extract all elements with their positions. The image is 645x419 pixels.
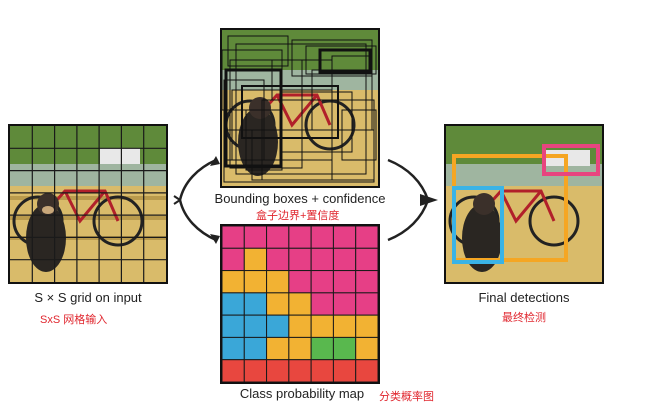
class-cell-pink bbox=[222, 247, 245, 272]
class-cell-blue bbox=[222, 314, 245, 338]
class-cell-yellow bbox=[310, 314, 334, 338]
class-cell-pink bbox=[288, 247, 312, 272]
class-cell-yellow bbox=[288, 314, 312, 338]
class-cell-blue bbox=[243, 336, 268, 361]
class-cell-red bbox=[222, 359, 245, 382]
class-cell-yellow bbox=[266, 292, 290, 316]
class-cell-pink bbox=[266, 247, 290, 272]
class-cell-pink bbox=[288, 270, 312, 294]
merge-arrow-icon bbox=[387, 158, 438, 242]
class-cell-pink bbox=[310, 226, 334, 249]
class-cell-pink bbox=[355, 247, 378, 272]
class-cell-pink bbox=[222, 226, 245, 249]
class-cell-yellow bbox=[243, 247, 268, 272]
class-cell-yellow bbox=[266, 270, 290, 294]
bbox-caption: Bounding boxes + confidence bbox=[214, 191, 386, 206]
class-cell-pink bbox=[332, 247, 357, 272]
class-probability-map bbox=[220, 224, 380, 384]
class-cell-red bbox=[355, 359, 378, 382]
class-cell-pink bbox=[355, 226, 378, 249]
classmap-caption-zh: 分类概率图 bbox=[379, 391, 434, 403]
class-cell-yellow bbox=[222, 270, 245, 294]
class-cell-red bbox=[310, 359, 334, 382]
class-cell-pink bbox=[266, 226, 290, 249]
class-cell-red bbox=[288, 359, 312, 382]
final-detections-image bbox=[444, 124, 604, 284]
class-cell-pink bbox=[332, 270, 357, 294]
class-grid-svg bbox=[222, 226, 378, 382]
class-cell-pink bbox=[332, 292, 357, 316]
class-cell-yellow bbox=[288, 292, 312, 316]
input-grid-image bbox=[8, 124, 168, 284]
input-caption-zh: SxS 网格输入 bbox=[40, 314, 108, 326]
class-cell-pink bbox=[355, 292, 378, 316]
dog-detection-box bbox=[452, 186, 504, 264]
class-cell-red bbox=[332, 359, 357, 382]
class-cell-blue bbox=[222, 292, 245, 316]
class-cell-red bbox=[243, 359, 268, 382]
classmap-caption: Class probability map bbox=[239, 386, 365, 401]
bicycle-detection-box bbox=[452, 154, 568, 262]
class-cell-red bbox=[266, 359, 290, 382]
class-cell-yellow bbox=[243, 270, 268, 294]
class-cell-pink bbox=[332, 226, 357, 249]
class-cell-yellow bbox=[355, 314, 378, 338]
bounding-boxes-image bbox=[220, 28, 380, 188]
car-detection-box bbox=[542, 144, 600, 176]
split-arrow-icon bbox=[173, 156, 220, 244]
bbox-overlay bbox=[222, 35, 377, 183]
class-cell-pink bbox=[355, 270, 378, 294]
class-cell-green bbox=[310, 336, 334, 361]
class-cell-blue bbox=[243, 292, 268, 316]
class-cell-blue bbox=[222, 336, 245, 361]
class-cell-pink bbox=[310, 292, 334, 316]
class-cell-pink bbox=[310, 247, 334, 272]
class-cell-yellow bbox=[288, 336, 312, 361]
class-cell-yellow bbox=[332, 314, 357, 338]
input-grid-overlay bbox=[10, 126, 166, 282]
class-cell-pink bbox=[243, 226, 268, 249]
input-caption: S × S grid on input bbox=[34, 290, 142, 305]
final-overlay bbox=[452, 144, 600, 264]
final-caption-zh: 最终检测 bbox=[502, 312, 546, 324]
class-cell-yellow bbox=[266, 336, 290, 361]
class-cell-blue bbox=[243, 314, 268, 338]
final-photo bbox=[446, 126, 602, 282]
class-cell-blue bbox=[266, 314, 290, 338]
class-cell-yellow bbox=[355, 336, 378, 361]
class-cell-pink bbox=[310, 270, 334, 294]
class-cell-pink bbox=[288, 226, 312, 249]
final-caption: Final detections bbox=[478, 290, 570, 305]
input-grid-photo bbox=[10, 126, 166, 282]
class-cell-green bbox=[332, 336, 357, 361]
bbox-caption-zh: 盒子边界+置信度 bbox=[256, 210, 340, 222]
